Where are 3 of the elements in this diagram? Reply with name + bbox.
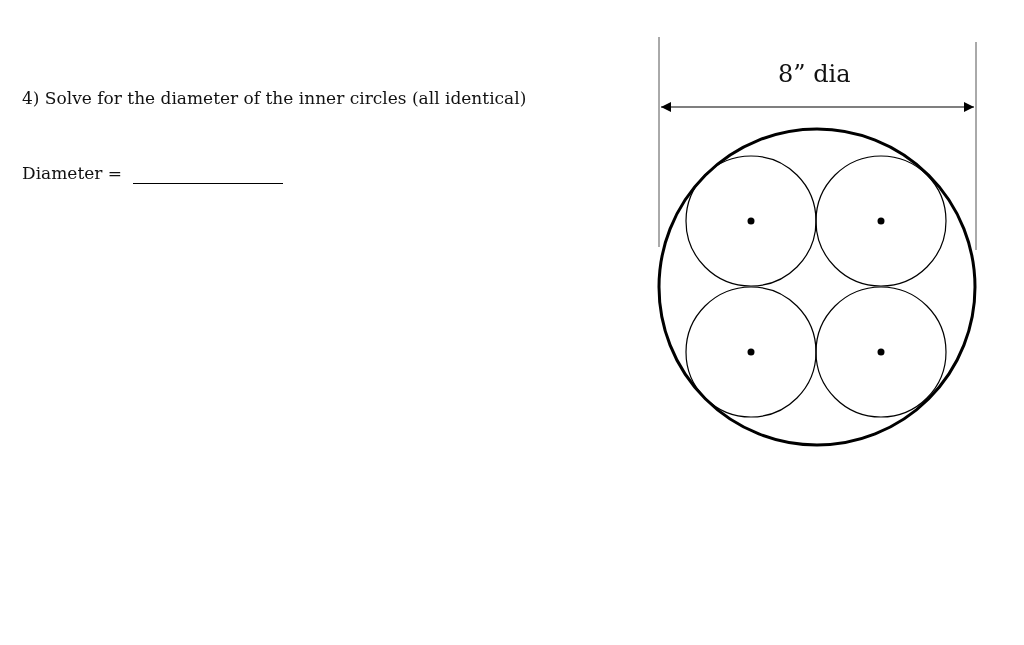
answer-prompt: Diameter = bbox=[22, 163, 123, 183]
question-text: 4) Solve for the diameter of the inner circles (all identical) bbox=[22, 88, 527, 108]
dimension-label: 8” dia bbox=[778, 60, 851, 88]
